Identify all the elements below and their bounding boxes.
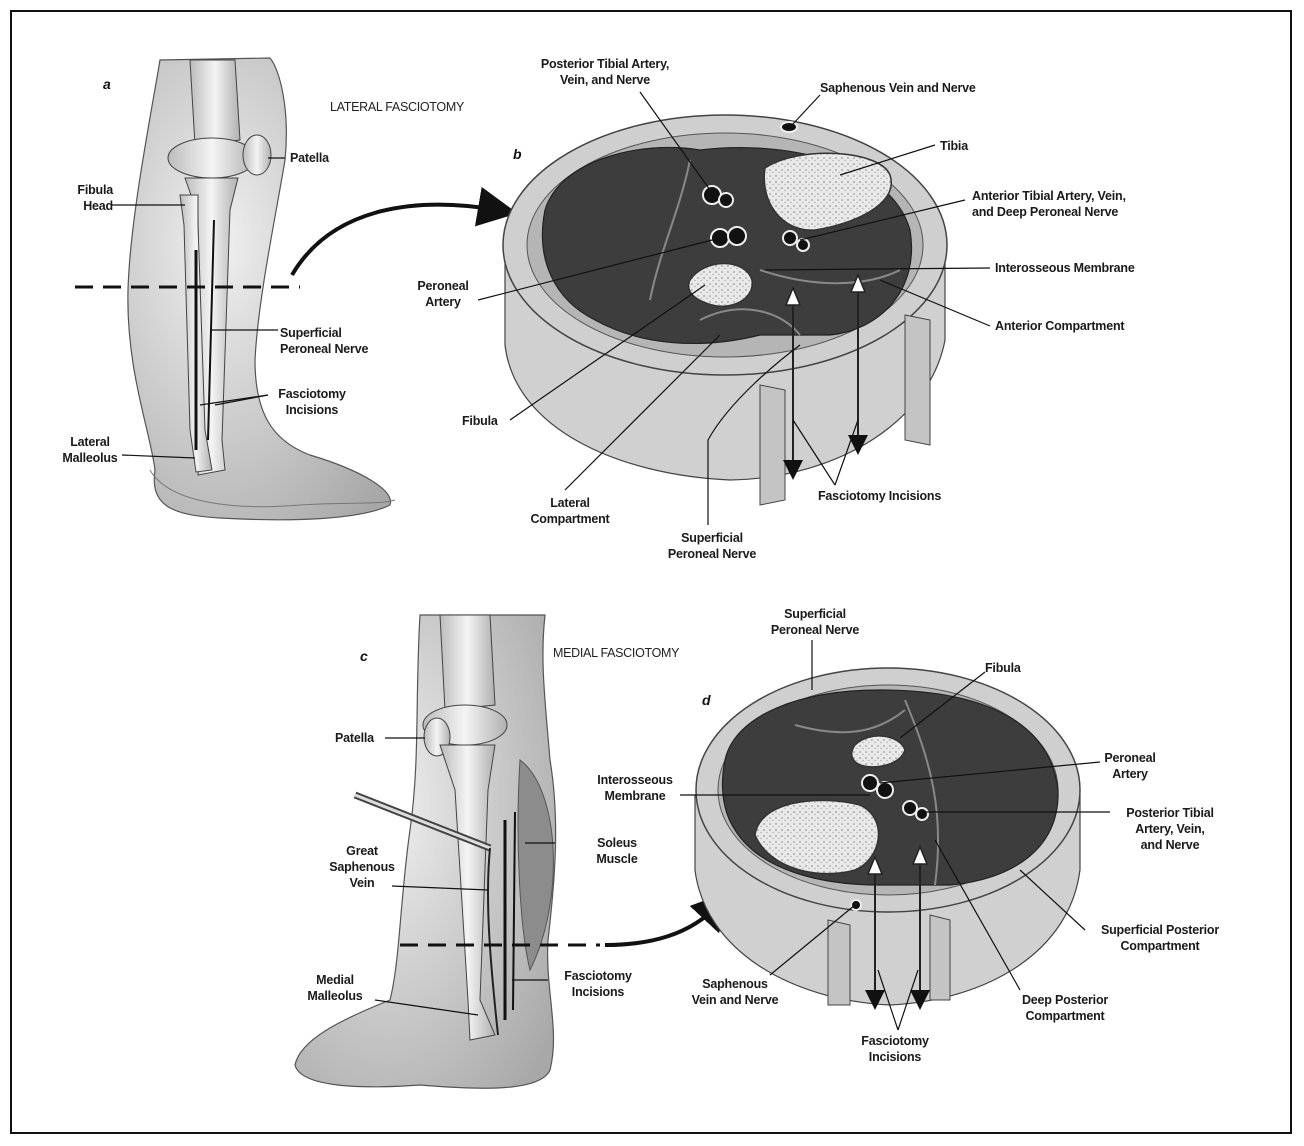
panel-letter-c: c [360,648,368,664]
lateral-cross-section [478,92,990,525]
panel-letter-a: a [103,76,111,92]
label-b-fibula: Fibula [462,413,498,429]
label-d-peroneal-artery: Peroneal Artery [1090,750,1170,782]
label-d-fasciotomy-incisions: Fasciotomy Incisions [845,1033,945,1065]
label-a-fasciotomy-incisions: Fasciotomy Incisions [262,386,362,418]
label-d-deep-posterior: Deep Posterior Compartment [1000,992,1130,1024]
label-d-superficial-peroneal-nerve: Superficial Peroneal Nerve [750,606,880,638]
lateral-leg-skin [128,58,391,520]
label-d-saphenous: Saphenous Vein and Nerve [680,976,790,1008]
heading-lateral-fasciotomy: LATERAL FASCIOTOMY [330,100,464,114]
label-b-superficial-peroneal-nerve: Superficial Peroneal Nerve [652,530,772,562]
label-b-saphenous: Saphenous Vein and Nerve [820,80,976,96]
label-b-lateral-compartment: Lateral Compartment [515,495,625,527]
label-b-anterior-compartment: Anterior Compartment [995,318,1124,334]
label-c-soleus: Soleus Muscle [577,835,657,867]
label-c-medial-malleolus: Medial Malleolus [295,972,375,1004]
label-a-patella: Patella [290,150,329,166]
panel-letter-b: b [513,146,522,162]
label-d-posterior-tibial: Posterior Tibial Artery, Vein, and Nerve [1105,805,1235,853]
label-c-great-saphenous: Great Saphenous Vein [322,843,402,891]
femur [190,60,240,145]
label-a-superficial-peroneal-nerve: Superficial Peroneal Nerve [280,325,368,357]
label-a-lateral-malleolus: Lateral Malleolus [50,434,130,466]
label-d-fibula: Fibula [985,660,1021,676]
label-d-interosseous: Interosseous Membrane [585,772,685,804]
arrow-c-to-d [605,905,718,945]
label-b-peroneal-artery: Peroneal Artery [408,278,478,310]
label-b-fasciotomy-incisions: Fasciotomy Incisions [818,488,941,504]
medial-cross-section [680,640,1110,1030]
label-b-anterior-tibial: Anterior Tibial Artery, Vein, and Deep P… [972,188,1126,220]
label-b-tibia: Tibia [940,138,968,154]
arrow-a-to-b [292,205,498,275]
label-d-superficial-posterior: Superficial Posterior Compartment [1080,922,1240,954]
label-b-posterior-tibial: Posterior Tibial Artery, Vein, and Nerve [520,56,690,88]
label-c-patella: Patella [335,730,374,746]
label-a-fibula-head: Fibula Head [55,182,113,214]
patella [243,135,271,175]
label-c-fasciotomy-incisions: Fasciotomy Incisions [548,968,648,1000]
panel-letter-d: d [702,692,711,708]
heading-medial-fasciotomy: MEDIAL FASCIOTOMY [553,646,679,660]
label-b-interosseous: Interosseous Membrane [995,260,1135,276]
